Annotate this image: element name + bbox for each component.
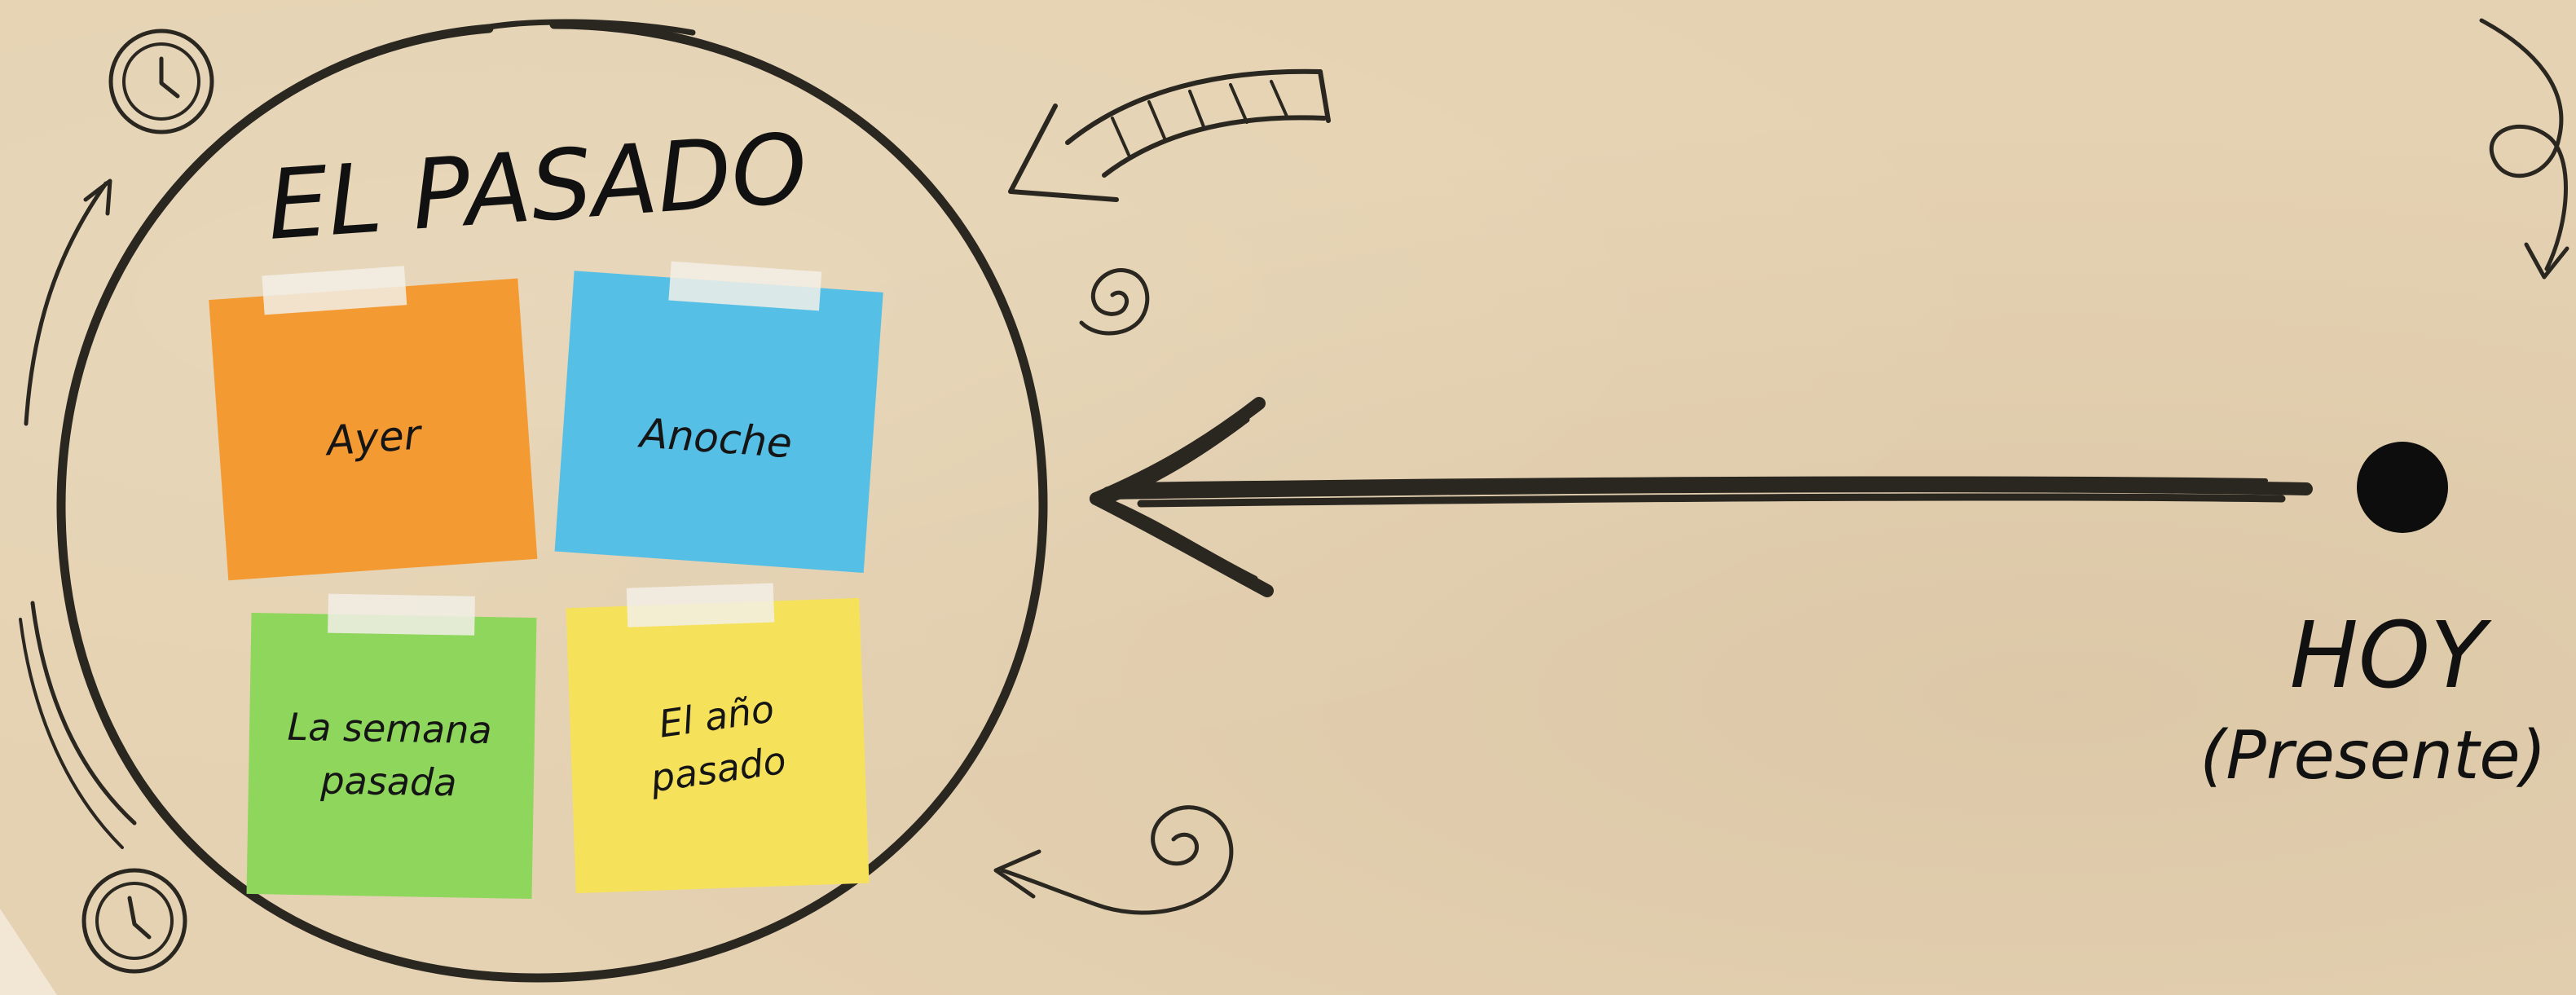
sticky-note-paper: [247, 613, 537, 899]
present-label: HOY: [2290, 603, 2492, 709]
clock-icon: [84, 870, 185, 971]
paper-fold: [0, 909, 57, 995]
sticky-note-ayer: Ayer: [207, 258, 537, 581]
note-label-line: Ayer: [323, 411, 425, 464]
loop-arrow-icon: [2481, 20, 2567, 277]
tape-strip: [627, 583, 775, 627]
past-title: EL PASADO: [264, 112, 811, 262]
present-sublabel: (Presente): [2200, 717, 2546, 795]
note-label-line: pasada: [319, 758, 457, 804]
sticky-note-el-ano-pasado: El año pasado: [566, 580, 870, 893]
sticky-note-paper: [566, 598, 870, 893]
timeline-arrow: [1096, 403, 2306, 591]
note-label-line: La semana: [287, 705, 492, 752]
sticky-note-la-semana-pasada: La semana pasada: [247, 592, 537, 899]
spiral-icon: [1081, 271, 1147, 333]
tape-strip: [328, 594, 475, 636]
curved-arrow-icon: [1011, 72, 1328, 200]
present-dot: [2357, 442, 2448, 533]
clock-icon: [111, 31, 212, 132]
sticky-note-anoche: Anoche: [555, 254, 885, 573]
spiral-arrow-icon: [996, 808, 1231, 913]
